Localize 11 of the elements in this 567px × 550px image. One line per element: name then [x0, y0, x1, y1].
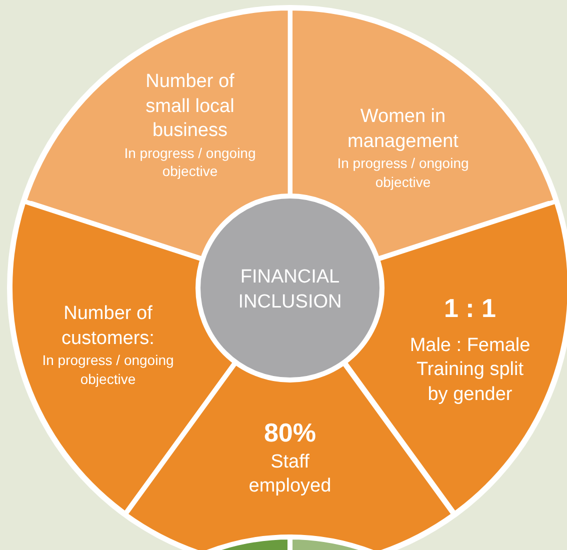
segment-text: In progress / ongoing objective	[336, 154, 470, 191]
segment-heading: Number of small local business	[144, 70, 236, 144]
segment-text: Staff employed	[248, 450, 332, 499]
segment-heading: Women in management	[346, 105, 460, 154]
segment-text: Male : Female Training split by gender	[408, 334, 532, 408]
segment-heading: Number of customers:	[60, 302, 156, 351]
segment-text: In progress / ongoing objective	[41, 351, 175, 388]
segment-text: In progress / ongoing objective	[123, 144, 257, 180]
segment-heading: FINANCIAL INCLUSION	[237, 265, 343, 314]
segment-heading: 1 : 1	[442, 292, 498, 326]
segment-heading: 80%	[262, 416, 317, 450]
